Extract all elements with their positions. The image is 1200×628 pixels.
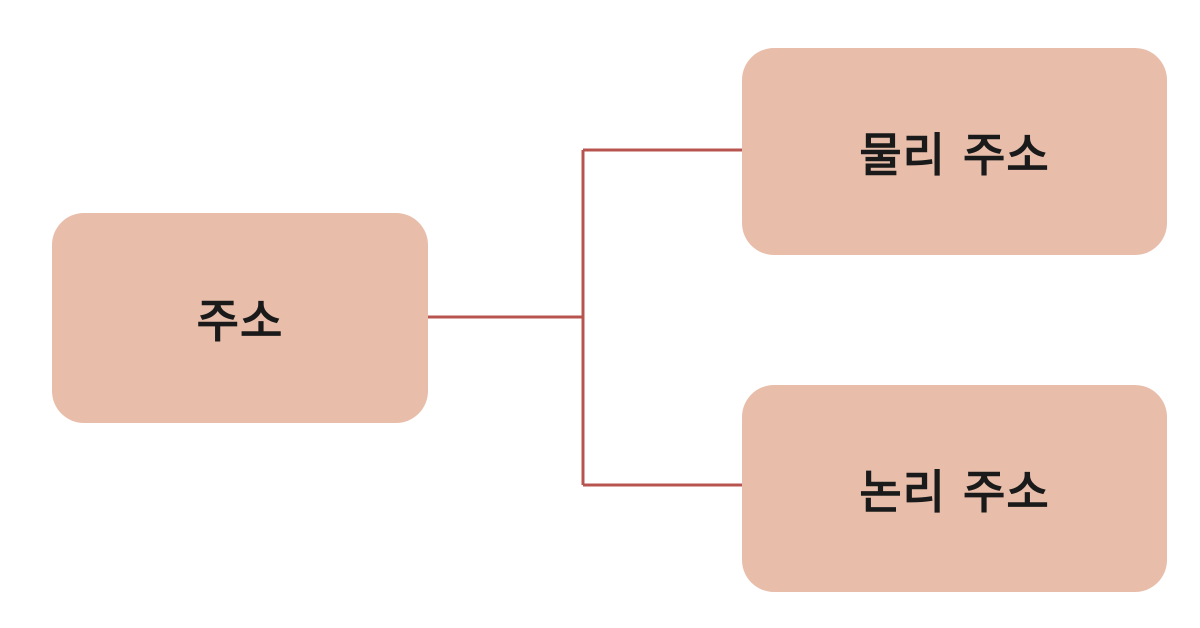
node-address: 주소	[52, 213, 428, 423]
node-address-label: 주소	[196, 294, 284, 348]
node-physical-address: 물리 주소	[742, 48, 1167, 255]
node-physical-address-label: 물리 주소	[859, 127, 1050, 182]
node-logical-address-label: 논리 주소	[859, 464, 1050, 519]
node-logical-address: 논리 주소	[742, 385, 1167, 592]
